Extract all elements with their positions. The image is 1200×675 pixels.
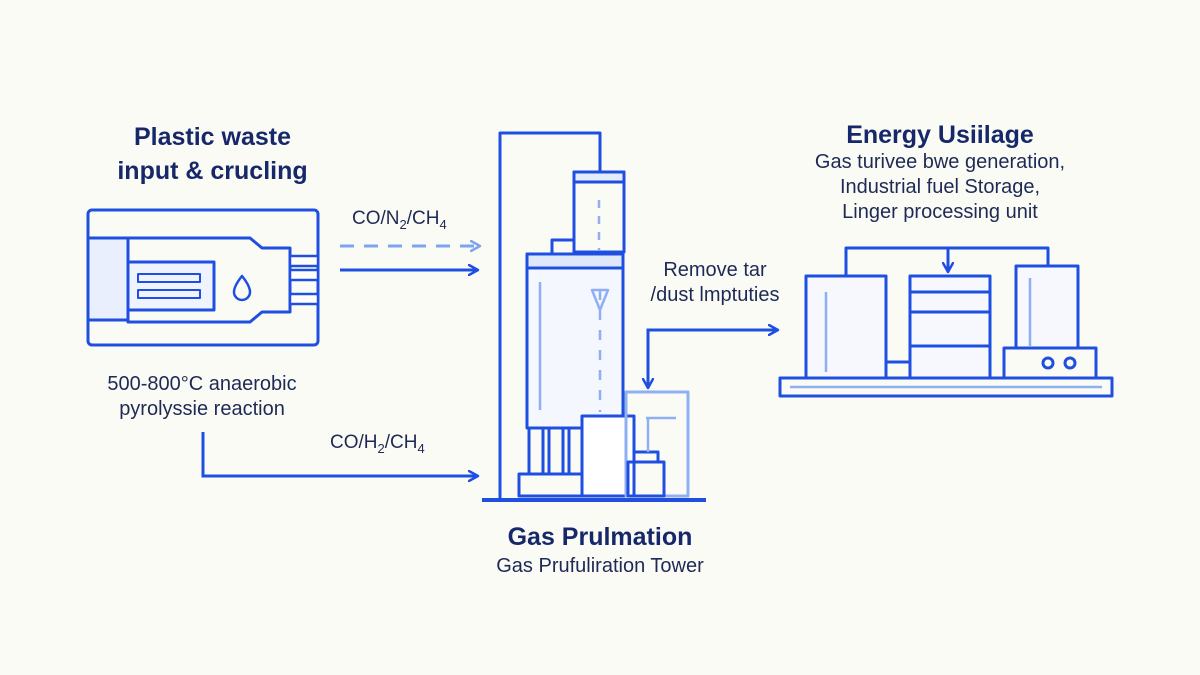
lower-flow-label: CO/H2/CH4 — [330, 432, 425, 456]
energy-line1: Gas turivee bwe generation, — [814, 151, 1066, 173]
upper-flow-label-sub2: 4 — [439, 216, 447, 232]
upper-flow-label-sub: 2 — [399, 216, 407, 232]
lower-flow-arrow — [201, 432, 478, 476]
tar-removal-arrow — [646, 330, 778, 388]
energy-line2: Industrial fuel Storage, — [839, 176, 1041, 198]
tower-title: Gas Prulmation — [507, 523, 693, 551]
input-title: Plastic waste input & crucling — [100, 120, 325, 188]
lower-flow-label-prefix: CO/H — [330, 432, 378, 453]
pyrolysis-caption-line2: pyrolyssie reaction — [119, 398, 285, 420]
tar-removal-label: Remove tar /dust lmptuties — [630, 258, 800, 308]
input-title-line1: Plastic waste — [133, 123, 292, 151]
pyrolysis-caption-line1: 500-800°C anaerobic — [107, 373, 297, 395]
energy-title: Energy Usiilage — [846, 121, 1034, 149]
input-title-line2: input & crucling — [117, 157, 308, 185]
energy-utilization-unit-icon — [778, 246, 1114, 398]
upper-flow-label-suffix: /CH — [406, 208, 440, 229]
energy-description: Gas turivee bwe generation, Industrial f… — [770, 150, 1110, 225]
lower-flow-label-sub: 2 — [377, 440, 385, 456]
tower-subtitle: Gas Prufuliration Tower — [496, 555, 704, 577]
lower-flow-label-sub2: 4 — [417, 440, 425, 456]
tar-removal-line1: Remove tar — [663, 259, 767, 281]
lower-flow-label-suffix: /CH — [384, 432, 418, 453]
tar-removal-line2: /dust lmptuties — [650, 284, 780, 306]
energy-line3: Linger processing unit — [842, 201, 1038, 223]
pyrolysis-caption: 500-800°C anaerobic pyrolyssie reaction — [82, 372, 322, 422]
pyrolysis-reactor-icon — [86, 208, 320, 347]
upper-flow-label: CO/N2/CH4 — [352, 208, 447, 232]
purification-tower-icon — [482, 131, 706, 502]
upper-flow-label-prefix: CO/N — [352, 208, 400, 229]
